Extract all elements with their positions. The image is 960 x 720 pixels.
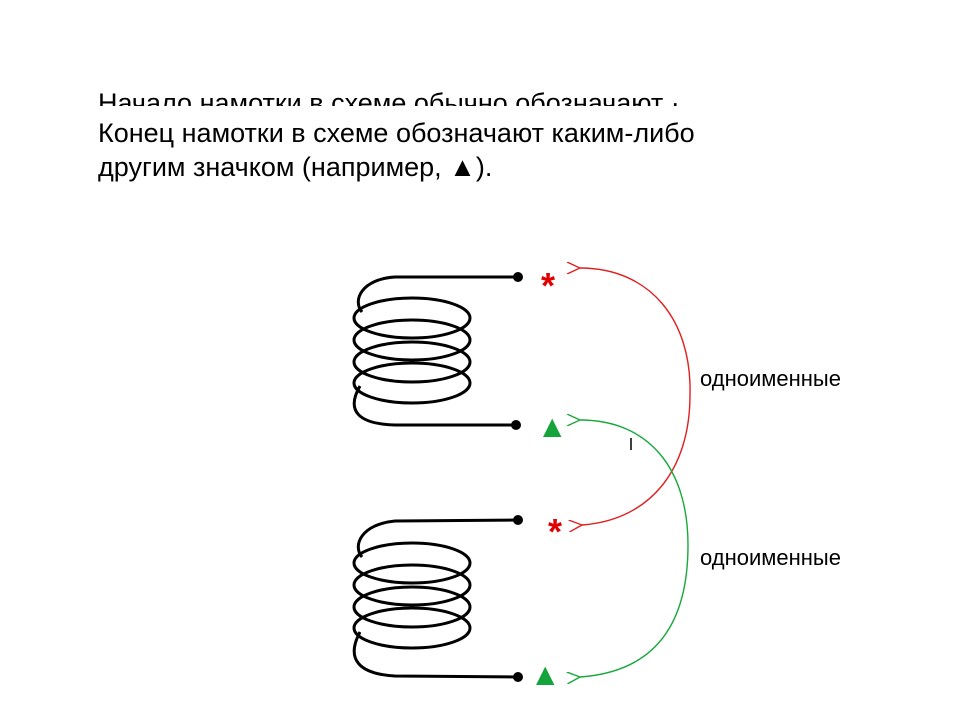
upper-coil-lead-bottom bbox=[352, 385, 518, 427]
clipped-text-line: Начало намотки в схеме обычно обозначают… bbox=[98, 92, 818, 106]
upper-coil-lead-top bbox=[356, 275, 518, 313]
lower-coil-end-terminal bbox=[513, 672, 523, 682]
upper-coil-turn-3 bbox=[352, 340, 472, 384]
upper-coil-turn-1 bbox=[352, 296, 472, 340]
lower-coil-turn-4 bbox=[352, 606, 472, 650]
end-link-arrow bbox=[580, 420, 689, 546]
upper-start-marker: * bbox=[541, 265, 556, 306]
clipped-text: Начало намотки в схеме обычно обозначают… bbox=[98, 92, 818, 106]
text-line-2: другим значком (например, ▲). bbox=[98, 152, 493, 182]
end-link-arrow-lower bbox=[580, 544, 689, 677]
upper-coil-start-terminal bbox=[513, 272, 523, 282]
lower-end-marker: ▲ bbox=[536, 660, 555, 688]
lower-coil-turn-3 bbox=[352, 585, 472, 629]
lower-coil bbox=[352, 518, 519, 679]
upper-coil-turn-2 bbox=[352, 318, 472, 362]
upper-coil-turn-4 bbox=[352, 361, 472, 405]
label-same-name-bottom: одноименные bbox=[700, 545, 841, 570]
upper-coil bbox=[352, 275, 518, 427]
upper-coil-end-terminal bbox=[511, 420, 521, 430]
lower-coil-turn-2 bbox=[352, 563, 472, 607]
lower-coil-turn-1 bbox=[352, 541, 472, 585]
lower-coil-start-terminal bbox=[513, 515, 523, 525]
description-paragraph: Конец намотки в схеме обозначают каким-л… bbox=[98, 116, 838, 184]
lower-start-marker: * bbox=[548, 511, 563, 552]
text-line-1: Конец намотки в схеме обозначают каким-л… bbox=[98, 118, 695, 148]
upper-end-marker: ▲ bbox=[543, 412, 562, 440]
lower-coil-lead-bottom bbox=[352, 631, 519, 679]
start-link-arrow bbox=[580, 268, 691, 396]
start-link-arrow-lower bbox=[582, 394, 691, 525]
lower-coil-lead-top bbox=[356, 518, 519, 558]
label-same-name-top: одноименные bbox=[700, 366, 841, 391]
